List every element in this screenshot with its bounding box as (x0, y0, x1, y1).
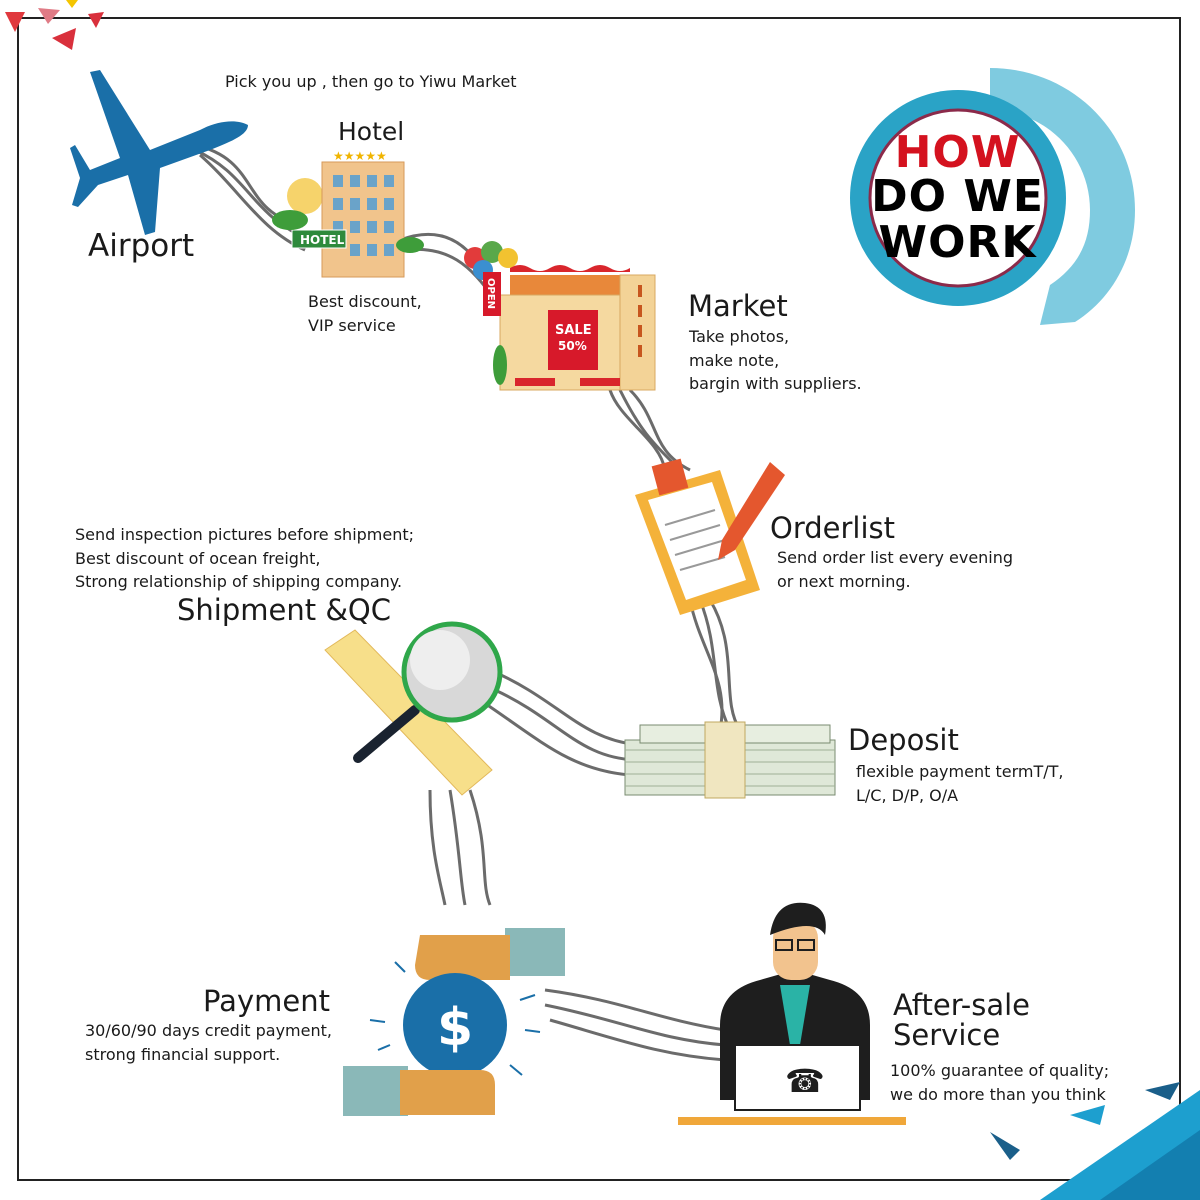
corner-decoration-bottom-right (990, 1082, 1200, 1200)
aftersale-title: After-sale Service (893, 990, 1030, 1050)
aftersale-title-line: Service (893, 1018, 1001, 1052)
hotel-description: Best discount, VIP service (308, 290, 422, 337)
phone-icon: ☎ (785, 1062, 825, 1100)
hotel-title: Hotel (338, 117, 405, 146)
shipment-desc-line: Send inspection pictures before shipment… (75, 525, 415, 544)
shipment-desc-line: Strong relationship of shipping company. (75, 572, 403, 591)
pickup-note: Pick you up , then go to Yiwu Market (225, 72, 517, 91)
corner-decoration-top-left (5, 0, 104, 50)
ruler-magnifier-icon (324, 621, 503, 796)
sale-sign-text: SALE (555, 323, 592, 338)
cash-stack-icon (624, 721, 836, 799)
sale-sign-percent: 50% (558, 339, 587, 353)
orderlist-title: Orderlist (770, 511, 896, 545)
market-building-icon: SALE 50% OPEN (464, 241, 656, 391)
orderlist-desc-line: or next morning. (777, 571, 911, 591)
aftersale-desc-line: 100% guarantee of quality; (890, 1061, 1110, 1080)
aftersale-title-line: After-sale (893, 988, 1031, 1022)
hotel-desc-line: Best discount, (308, 292, 422, 311)
hotel-building-icon: ★★★★★ HOTEL (272, 149, 424, 278)
payment-title: Payment (203, 984, 330, 1018)
badge-line-how: HOW (894, 127, 1021, 178)
shipment-desc-line: Best discount of ocean freight, (75, 548, 321, 568)
airport-title: Airport (88, 228, 195, 264)
payment-desc-line: 30/60/90 days credit payment, (85, 1021, 332, 1040)
orderlist-desc-line: Send order list every evening (777, 548, 1014, 567)
payment-desc-line: strong financial support. (85, 1044, 281, 1064)
dollar-sign: $ (437, 998, 473, 1058)
aftersale-desc-line: we do more than you think (890, 1084, 1106, 1104)
aftersale-description: 100% guarantee of quality; we do more th… (890, 1059, 1109, 1106)
market-desc-line: Take photos, (689, 327, 790, 346)
shipment-description: Send inspection pictures before shipment… (75, 523, 414, 594)
airplane-icon (70, 70, 248, 235)
deposit-desc-line: L/C, D/P, O/A (856, 785, 959, 805)
deposit-description: flexible payment termT/T, L/C, D/P, O/A (856, 760, 1063, 807)
how-do-we-work-badge: HOW DO WE WORK (850, 60, 1140, 340)
deposit-desc-line: flexible payment termT/T, (856, 762, 1064, 781)
circular-arrow-icon (850, 68, 1135, 325)
market-desc-line: make note, (689, 350, 780, 370)
payment-description: 30/60/90 days credit payment, strong fin… (85, 1019, 332, 1066)
badge-line-do-we: DO WE (871, 171, 1044, 222)
open-sign: OPEN (485, 278, 496, 309)
hotel-desc-line: VIP service (308, 315, 396, 335)
badge-line-work: WORK (878, 217, 1037, 268)
market-desc-line: bargin with suppliers. (689, 374, 862, 393)
orderlist-description: Send order list every evening or next mo… (777, 546, 1013, 593)
market-description: Take photos, make note, bargin with supp… (689, 325, 862, 396)
hotel-sign: HOTEL (300, 233, 345, 247)
money-bag-hands-icon: $ (343, 928, 565, 1116)
market-title: Market (688, 289, 788, 323)
shipment-title: Shipment &QC (177, 593, 392, 627)
clipboard-pencil-icon (635, 458, 785, 615)
support-agent-icon: ☎ (678, 902, 906, 1125)
svg-text:★★★★★: ★★★★★ (333, 149, 387, 163)
border-frame (17, 17, 1181, 1181)
deposit-title: Deposit (848, 723, 959, 757)
